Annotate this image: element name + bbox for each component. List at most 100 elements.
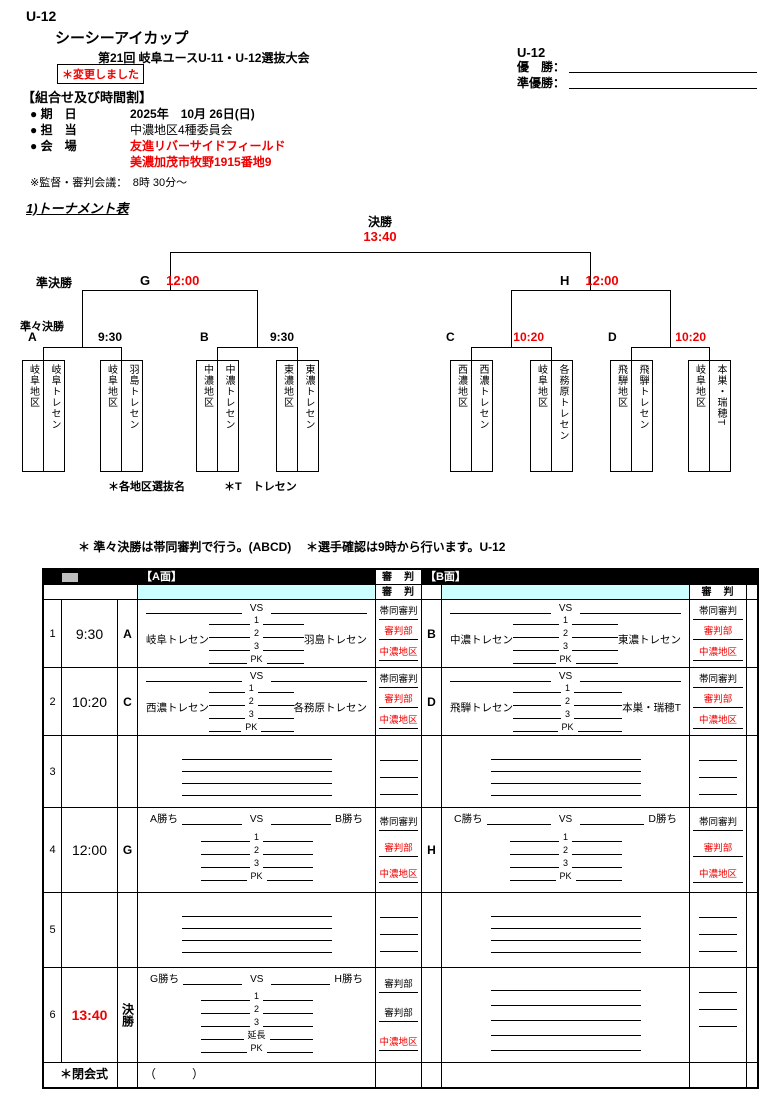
page-title: シーシーアイカップ bbox=[55, 30, 189, 47]
bracket-line bbox=[82, 290, 83, 347]
home-team: G勝ち bbox=[150, 973, 180, 985]
home-team: 西濃トレセン bbox=[146, 701, 209, 714]
header-referee-a: 審 判 bbox=[376, 570, 422, 584]
referee-entry: 審判部 bbox=[379, 979, 418, 993]
period-label: 2 bbox=[254, 628, 260, 638]
semifinal-h: H 12:00 bbox=[560, 273, 619, 288]
period-label: 3 bbox=[563, 641, 569, 651]
referee-a: 帯同審判 審判部 中濃地区 bbox=[376, 808, 422, 892]
bracket-line bbox=[670, 290, 671, 347]
referee-a: 帯同審判 審判部 中濃地区 bbox=[376, 600, 422, 667]
vs-label: VS bbox=[249, 671, 264, 682]
closing-blank bbox=[747, 1063, 757, 1087]
match-b: VS 中濃トレセン 1 2 3 PK 東濃トレセン bbox=[442, 600, 690, 667]
header-blank bbox=[747, 585, 757, 599]
closing-blank bbox=[422, 1063, 442, 1087]
match-letter-a: 決勝 bbox=[118, 968, 138, 1062]
period-label: 3 bbox=[565, 709, 571, 719]
referee-entry: 中濃地区 bbox=[379, 869, 418, 883]
row-number: 6 bbox=[44, 968, 62, 1062]
end-spacer bbox=[747, 736, 757, 807]
period-lines: 1 2 3 PK bbox=[513, 614, 619, 664]
bracket-line bbox=[471, 347, 472, 360]
period-label: 1 bbox=[254, 615, 260, 625]
staff-value: 中濃地区4種委員会 bbox=[130, 123, 233, 137]
quarterfinal-a-time: 9:30 bbox=[97, 330, 122, 344]
semifinal-h-letter: H bbox=[560, 273, 570, 288]
period-label: PK bbox=[250, 871, 263, 881]
quarterfinal-b-letter: B bbox=[200, 330, 209, 344]
match-letter-a bbox=[118, 736, 138, 807]
header-blank bbox=[44, 585, 138, 599]
referee-entry: 中濃地区 bbox=[379, 715, 418, 729]
team-district: 岐阜地区 bbox=[531, 361, 552, 471]
header-referee-b: 審 判 bbox=[690, 585, 747, 599]
row-number: 4 bbox=[44, 808, 62, 892]
match-b bbox=[442, 736, 690, 807]
period-label: 1 bbox=[563, 832, 569, 842]
date-label: ● 期 日 bbox=[30, 107, 77, 121]
end-spacer bbox=[747, 968, 757, 1062]
period-label: PK bbox=[250, 654, 263, 664]
row-number: 2 bbox=[44, 668, 62, 735]
quarterfinal-b-time: 9:30 bbox=[269, 330, 294, 344]
line bbox=[271, 613, 367, 614]
referee-entry: 帯同審判 bbox=[379, 817, 418, 831]
home-team: A勝ち bbox=[150, 813, 179, 825]
team-box: 岐阜地区 各務原トレセン bbox=[530, 360, 573, 472]
closing-blank bbox=[118, 1063, 138, 1087]
final-label: 決勝 bbox=[367, 215, 392, 229]
match-a: A勝ち VS B勝ち 1 2 3 PK bbox=[138, 808, 376, 892]
end-spacer bbox=[747, 893, 757, 967]
match-time bbox=[62, 893, 118, 967]
header-corner-box bbox=[62, 573, 78, 582]
winner-blank-line bbox=[569, 58, 757, 73]
referee-a bbox=[376, 736, 422, 807]
period-label: 3 bbox=[254, 641, 260, 651]
away-team: 本巣・瑞穂T bbox=[622, 701, 681, 714]
closing-value: （ ） bbox=[144, 1067, 205, 1081]
final-letter: 決勝 bbox=[120, 1003, 135, 1027]
end-spacer bbox=[747, 808, 757, 892]
referee-a: 帯同審判 審判部 中濃地区 bbox=[376, 668, 422, 735]
change-notice: ＊変更しました bbox=[57, 64, 144, 84]
table-header-row-2: 審 判 審 判 bbox=[44, 585, 757, 600]
quarterfinal-d: D 10:20 bbox=[608, 330, 706, 344]
home-team: 中濃トレセン bbox=[450, 633, 513, 646]
period-label: PK bbox=[559, 654, 572, 664]
referee-entry: 帯同審判 bbox=[379, 674, 418, 689]
closing-row: ＊閉会式 （ ） bbox=[44, 1063, 757, 1087]
closing-blank bbox=[690, 1063, 747, 1087]
team-box: 西濃地区 西濃トレセン bbox=[450, 360, 493, 472]
referee-a bbox=[376, 893, 422, 967]
blank-referee-lines bbox=[699, 744, 737, 795]
schedule-row-1: 1 9:30 A VS 岐阜トレセン 1 2 3 PK 羽島トレセン 帯同審判 bbox=[44, 600, 757, 668]
bracket-line bbox=[631, 347, 709, 348]
team-district: 飛騨地区 bbox=[611, 361, 632, 471]
section-heading: 【組合せ及び時間割】 bbox=[22, 90, 153, 105]
bracket-line bbox=[217, 347, 297, 348]
team-name: 岐阜トレセン bbox=[49, 364, 60, 430]
period-label: PK bbox=[250, 1042, 263, 1053]
quarterfinal-c-letter: C bbox=[446, 330, 455, 344]
final-time: 13:40 bbox=[363, 229, 397, 244]
bracket-line bbox=[82, 290, 257, 291]
match-letter-b: H bbox=[422, 808, 442, 892]
team-name: 本巣・瑞穂T bbox=[715, 364, 726, 427]
team-box: 東濃地区 東濃トレセン bbox=[276, 360, 319, 472]
quarterfinal-a: A 9:30 bbox=[28, 330, 122, 344]
schedule-row-5: 5 bbox=[44, 893, 757, 968]
referee-entry: 審判部 bbox=[379, 843, 418, 857]
match-time: 10:20 bbox=[62, 668, 118, 735]
referee-entry: 中濃地区 bbox=[379, 647, 418, 661]
header-b-side: 【B面】 bbox=[422, 570, 690, 584]
match-b bbox=[442, 893, 690, 967]
referee-entry: 審判部 bbox=[693, 843, 743, 857]
referee-b: 帯同審判 審判部 中濃地区 bbox=[690, 668, 747, 735]
match-a bbox=[138, 736, 376, 807]
match-letter-a: C bbox=[118, 668, 138, 735]
row-number: 5 bbox=[44, 893, 62, 967]
bracket-line bbox=[297, 347, 298, 360]
away-team: B勝ち bbox=[334, 813, 363, 825]
